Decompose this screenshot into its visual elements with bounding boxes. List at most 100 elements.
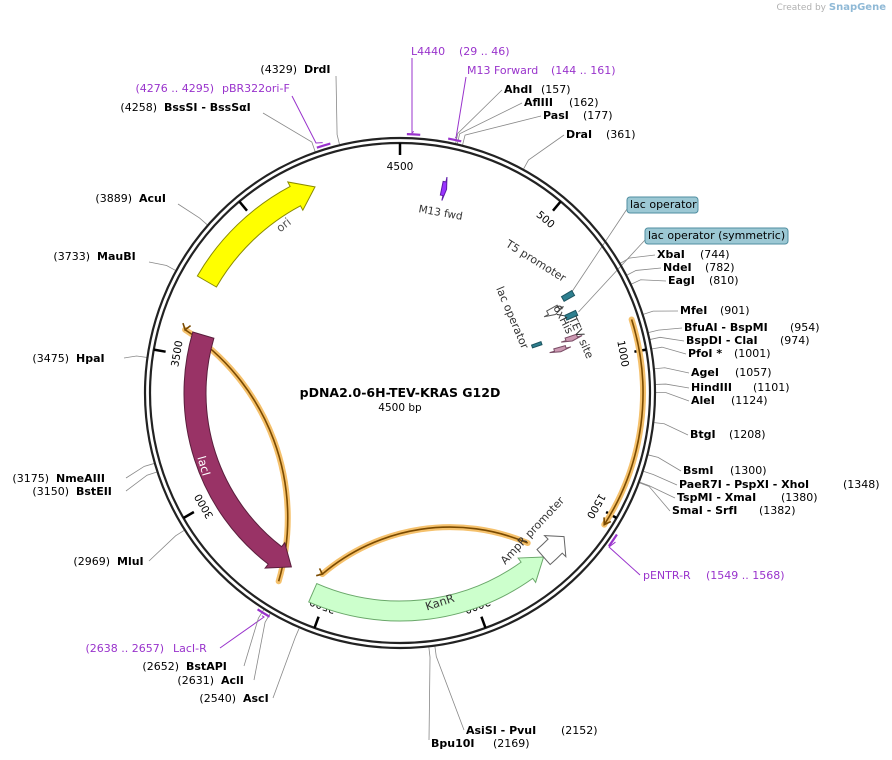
site-label-paer7i: PaeR7I - PspXI - XhoI (1348) [679, 478, 880, 491]
orf-overlay-arrowhead-2 [182, 322, 192, 332]
orf-overlay-arrowhead-0 [603, 517, 612, 526]
feature-box-lac-operator-0 [560, 289, 576, 302]
site-label-tspmi: TspMI - XmaI (1380) [677, 491, 818, 504]
tick-mark-2500 [313, 616, 320, 629]
primer-name-pentr-r: pENTR-R [643, 569, 691, 582]
site-leader-xbai [620, 254, 656, 264]
site-name-pasi: PasI [543, 109, 569, 122]
site-label-pfoi: PfoI * (1001) [688, 347, 771, 360]
site-coord-bpu10i: (2169) [493, 737, 530, 750]
site-name-bspdi: BspDI - ClaI [686, 334, 758, 347]
site-name-paer7i: PaeR7I - PspXI - XhoI [679, 478, 809, 491]
site-name-bpu10i: Bpu10I [431, 737, 475, 750]
feature-arrow-t5-promoter [543, 304, 564, 318]
tick-label-1000: 1000 [614, 340, 630, 368]
orf-overlay-core-2 [184, 329, 289, 582]
site-leader-bsssi-bsss-i [262, 112, 316, 152]
site-name-acli: AclI [221, 674, 244, 687]
primer-label-pentr-r: pENTR-R (1549 .. 1568) [643, 569, 785, 582]
site-label-bsmi: BsmI (1300) [683, 464, 767, 477]
site-coord-hindiii: (1101) [753, 381, 790, 394]
primer-coord-m13-forward: (144 .. 161) [551, 64, 616, 77]
primer-leader-pentr-r [608, 541, 641, 576]
site-leader-drai [523, 134, 565, 170]
site-label-smai: SmaI - SrfI (1382) [672, 504, 796, 517]
primer-label-m13-forward: M13 Forward (144 .. 161) [467, 64, 616, 77]
site-leader-bspdi-clai [650, 336, 685, 342]
site-label-nmeaiii: (3175) NmeAIII [12, 472, 105, 485]
primer-coord-laci-r: (2638 .. 2657) [85, 642, 164, 655]
site-label-asisi: AsiSI - PvuI (2152) [466, 724, 598, 737]
site-name-afliii: AflIII [524, 96, 553, 109]
site-name-ahdi: AhdI [504, 83, 532, 96]
site-coord-bsmi: (1300) [730, 464, 767, 477]
credit-prefix: Created by [776, 3, 826, 13]
primer-coord-pbr322ori-f: (4276 .. 4295) [135, 82, 214, 95]
primer-mark-l4440 [406, 132, 421, 136]
primer-leader-laci-r [219, 615, 265, 649]
credit-brand: SnapGene [828, 2, 886, 13]
site-coord-paer7i: (1348) [843, 478, 880, 491]
site-name-mfei: MfeI [680, 304, 707, 317]
site-coord-bsssi: (4258) [120, 101, 157, 114]
feature-label-laci: lacI [194, 454, 213, 477]
site-coord-pasi: (177) [583, 109, 613, 122]
site-leader-bpu10i [428, 647, 431, 741]
callout-lac-operator-symmetric-box [644, 227, 789, 245]
site-name-mlui: MluI [117, 555, 144, 568]
orf-overlay-core-1 [321, 526, 528, 575]
site-leader-paer7i-pspxi-xhoi [643, 471, 678, 486]
site-coord-agei: (1057) [735, 366, 772, 379]
site-label-bsteii: (3150) BstEII [32, 485, 111, 498]
site-label-bspdi: BspDI - ClaI (974) [686, 334, 810, 347]
site-leader-smai-srfi [639, 482, 671, 512]
feature-arrow-laci [183, 331, 293, 569]
site-label-btgi: BtgI (1208) [690, 428, 766, 441]
site-name-maubi: MauBI [97, 250, 136, 263]
primer-label-pbr322ori-f: (4276 .. 4295) pBR322ori-F [135, 82, 289, 95]
site-leader-nmeaiii [125, 463, 155, 479]
site-name-bfuai: BfuAI - BspMI [684, 321, 768, 334]
site-name-hindiii: HindIII [691, 381, 732, 394]
site-leader-asci [272, 628, 300, 699]
site-name-eagi: EagI [668, 274, 695, 287]
site-name-acui: AcuI [139, 192, 166, 205]
feature-arrow-m13-fwd [439, 176, 448, 201]
primer-name-l4440: L4440 [411, 45, 445, 58]
site-name-alei: AleI [691, 394, 715, 407]
site-name-xbai: XbaI [657, 248, 685, 261]
site-coord-mfei: (901) [720, 304, 750, 317]
site-name-drai: DraI [566, 128, 592, 141]
site-leader-hindiii [655, 383, 690, 389]
site-leader-pfoi [652, 346, 687, 355]
site-name-smai: SmaI - SrfI [672, 504, 737, 517]
site-name-hpai: HpaI [76, 352, 105, 365]
site-coord-tspmi: (1380) [781, 491, 818, 504]
site-label-mlui: (2969) MluI [73, 555, 143, 568]
feature-arrow-6xhis [561, 333, 583, 343]
site-coord-nmeaiii: (3175) [12, 472, 49, 485]
site-label-asci: (2540) AscI [199, 692, 268, 705]
tick-mark-4000 [238, 200, 248, 212]
site-label-bfuai: BfuAI - BspMI (954) [684, 321, 820, 334]
site-coord-bspdi: (974) [780, 334, 810, 347]
site-coord-acui: (3889) [95, 192, 132, 205]
site-leader-hpai [123, 355, 147, 359]
site-leader-bfuai-bspmi [648, 327, 683, 333]
site-coord-asisi: (2152) [561, 724, 598, 737]
primer-mark-m13-forward [447, 137, 462, 143]
site-name-pfoi: PfoI * [688, 347, 722, 360]
site-leader-tspmi-xmai [639, 481, 676, 499]
site-coord-drai: (361) [606, 128, 636, 141]
primer-leader-pbr322ori-f [291, 95, 323, 144]
feature-box-lac-operator-2 [530, 341, 543, 349]
site-label-pasi: PasI (177) [543, 109, 613, 122]
primer-leader-l4440 [411, 58, 415, 135]
site-label-maubi: (3733) MauBI [53, 250, 135, 263]
site-leader-maubi [148, 261, 176, 271]
feature-arrow-tev-site [549, 344, 572, 354]
site-leader-btgi [654, 422, 689, 436]
site-label-acui: (3889) AcuI [95, 192, 166, 205]
feature-label-m13-fwd: M13 fwd [418, 203, 464, 223]
site-name-bsssi: BssSI - BssSαI [164, 101, 251, 114]
